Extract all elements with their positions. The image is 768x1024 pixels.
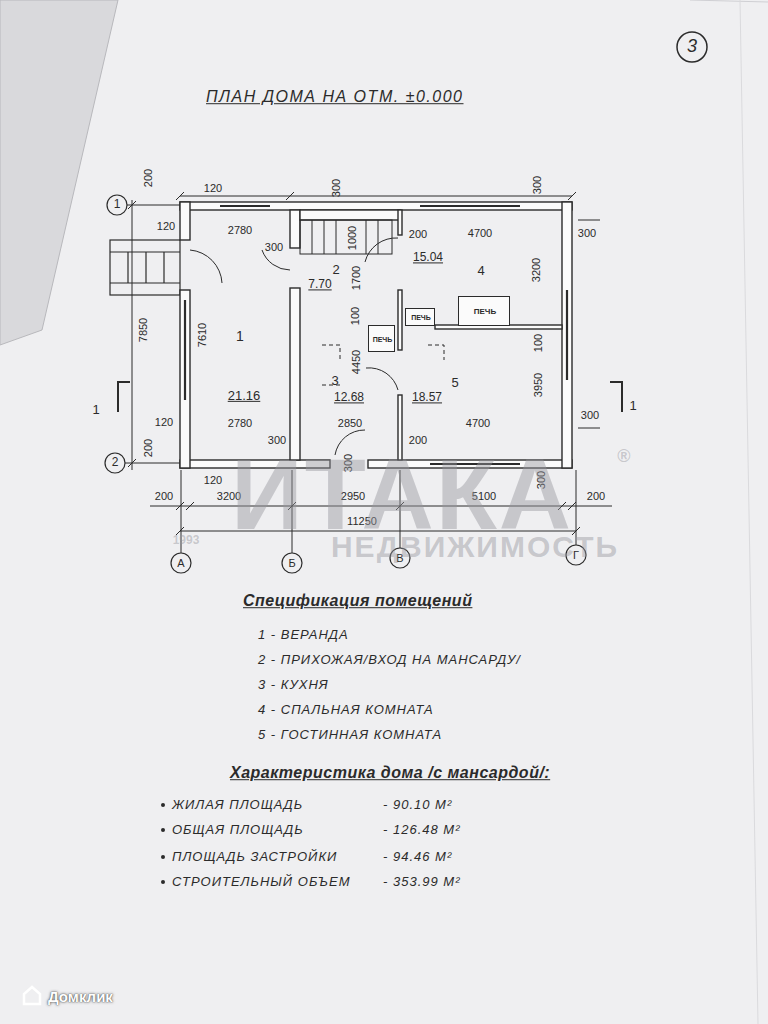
axis-mark: 1	[92, 403, 99, 417]
dimension: 200	[155, 490, 173, 502]
dimension: 1000	[346, 226, 358, 250]
stove-label: ПЕЧЬ	[411, 314, 431, 322]
dimension: 100	[349, 307, 361, 325]
dimension: 200	[142, 439, 154, 457]
dimension: 7850	[137, 318, 149, 342]
stove-box: ПЕЧЬ	[405, 308, 435, 326]
spec-line: ОБЩАЯ ПЛОЩАДЬ	[172, 823, 304, 837]
dimension: 300	[330, 179, 342, 197]
spec-line: 1 - ВЕРАНДА	[258, 628, 349, 642]
dimension: 1700	[350, 266, 362, 290]
dimension: 300	[531, 176, 543, 194]
room-number: 4	[477, 264, 484, 278]
spec-line: 3 - КУХНЯ	[258, 678, 329, 692]
axis-mark: А	[177, 557, 184, 569]
spec-line: - 94.46 М²	[383, 850, 452, 864]
room-area: 3 12.68 ПЕЧЬ	[300, 302, 398, 458]
section-heading: Спецификация помещений	[243, 592, 472, 610]
dimension: 120	[204, 182, 222, 194]
dimension: 300	[265, 241, 283, 253]
stove-label: ПЕЧЬ	[474, 308, 496, 317]
spec-line: 4 - СПАЛЬНАЯ КОМНАТА	[258, 703, 434, 717]
axis-mark: 2	[112, 456, 119, 469]
axis-mark: 1	[114, 198, 121, 211]
room-area-value: 7.70	[308, 278, 331, 291]
watermark: НЕДВИЖИМОСТЬ	[331, 530, 619, 563]
dimension: 2850	[338, 417, 362, 429]
section-heading: Характеристика дома /с мансардой/:	[230, 764, 550, 782]
site-logo: Домклик	[48, 989, 113, 1006]
dimension: 200	[142, 169, 154, 187]
watermark: 1993	[173, 534, 200, 547]
dimension: 100	[532, 334, 544, 352]
dimension: 3200	[530, 258, 542, 282]
room-area-value: 21.16	[228, 389, 261, 403]
page-number: 3	[687, 37, 697, 57]
room-area-value: 18.57	[412, 391, 442, 404]
dimension: 300	[581, 409, 599, 421]
axis-mark: Б	[288, 557, 295, 569]
room-number: 2	[332, 263, 339, 277]
spec-line: 2 - ПРИХОЖАЯ/ВХОД НА МАНСАРДУ/	[258, 653, 521, 667]
spec-line: - 126.48 М²	[383, 823, 460, 837]
dimension: 120	[157, 220, 175, 232]
spec-line: ЖИЛАЯ ПЛОЩАДЬ	[172, 798, 303, 812]
spec-line: ПЛОЩАДЬ ЗАСТРОЙКИ	[172, 850, 337, 864]
dimension: 4700	[466, 417, 490, 429]
dimension: 2780	[228, 224, 252, 236]
spec-line: - 90.10 М²	[383, 798, 452, 812]
dimension: 3950	[532, 373, 544, 397]
axis-mark: 1	[629, 399, 636, 413]
room-number: 1	[236, 329, 244, 344]
room-area-value: 12.68	[334, 391, 364, 404]
room-number: 5	[451, 376, 458, 390]
dimension: 300	[578, 227, 596, 239]
room-number: 3	[331, 374, 338, 388]
stove-label: ПЕЧЬ	[373, 336, 393, 344]
dimension: 2780	[228, 417, 252, 429]
plan-title: ПЛАН ДОМА НА ОТМ. ±0.000	[206, 88, 464, 106]
dimension: 120	[155, 416, 173, 428]
room-area-value: 15.04	[413, 251, 443, 264]
dimension: 120	[204, 474, 222, 486]
dimension: 4700	[468, 227, 492, 239]
dimension: 4450	[350, 350, 362, 374]
spec-line: СТРОИТЕЛЬНЫЙ ОБЪЕМ	[172, 875, 350, 889]
spec-line: - 353.99 М²	[383, 875, 460, 889]
spec-line: 5 - ГОСТИННАЯ КОМНАТА	[258, 728, 442, 742]
dimension: 7610	[196, 323, 208, 347]
dimension: 200	[409, 228, 427, 240]
stove-box: ПЕЧЬ	[368, 325, 395, 352]
stove-box: ПЕЧЬ	[458, 296, 510, 326]
watermark: ®	[617, 447, 630, 467]
dimension: 200	[587, 490, 605, 502]
